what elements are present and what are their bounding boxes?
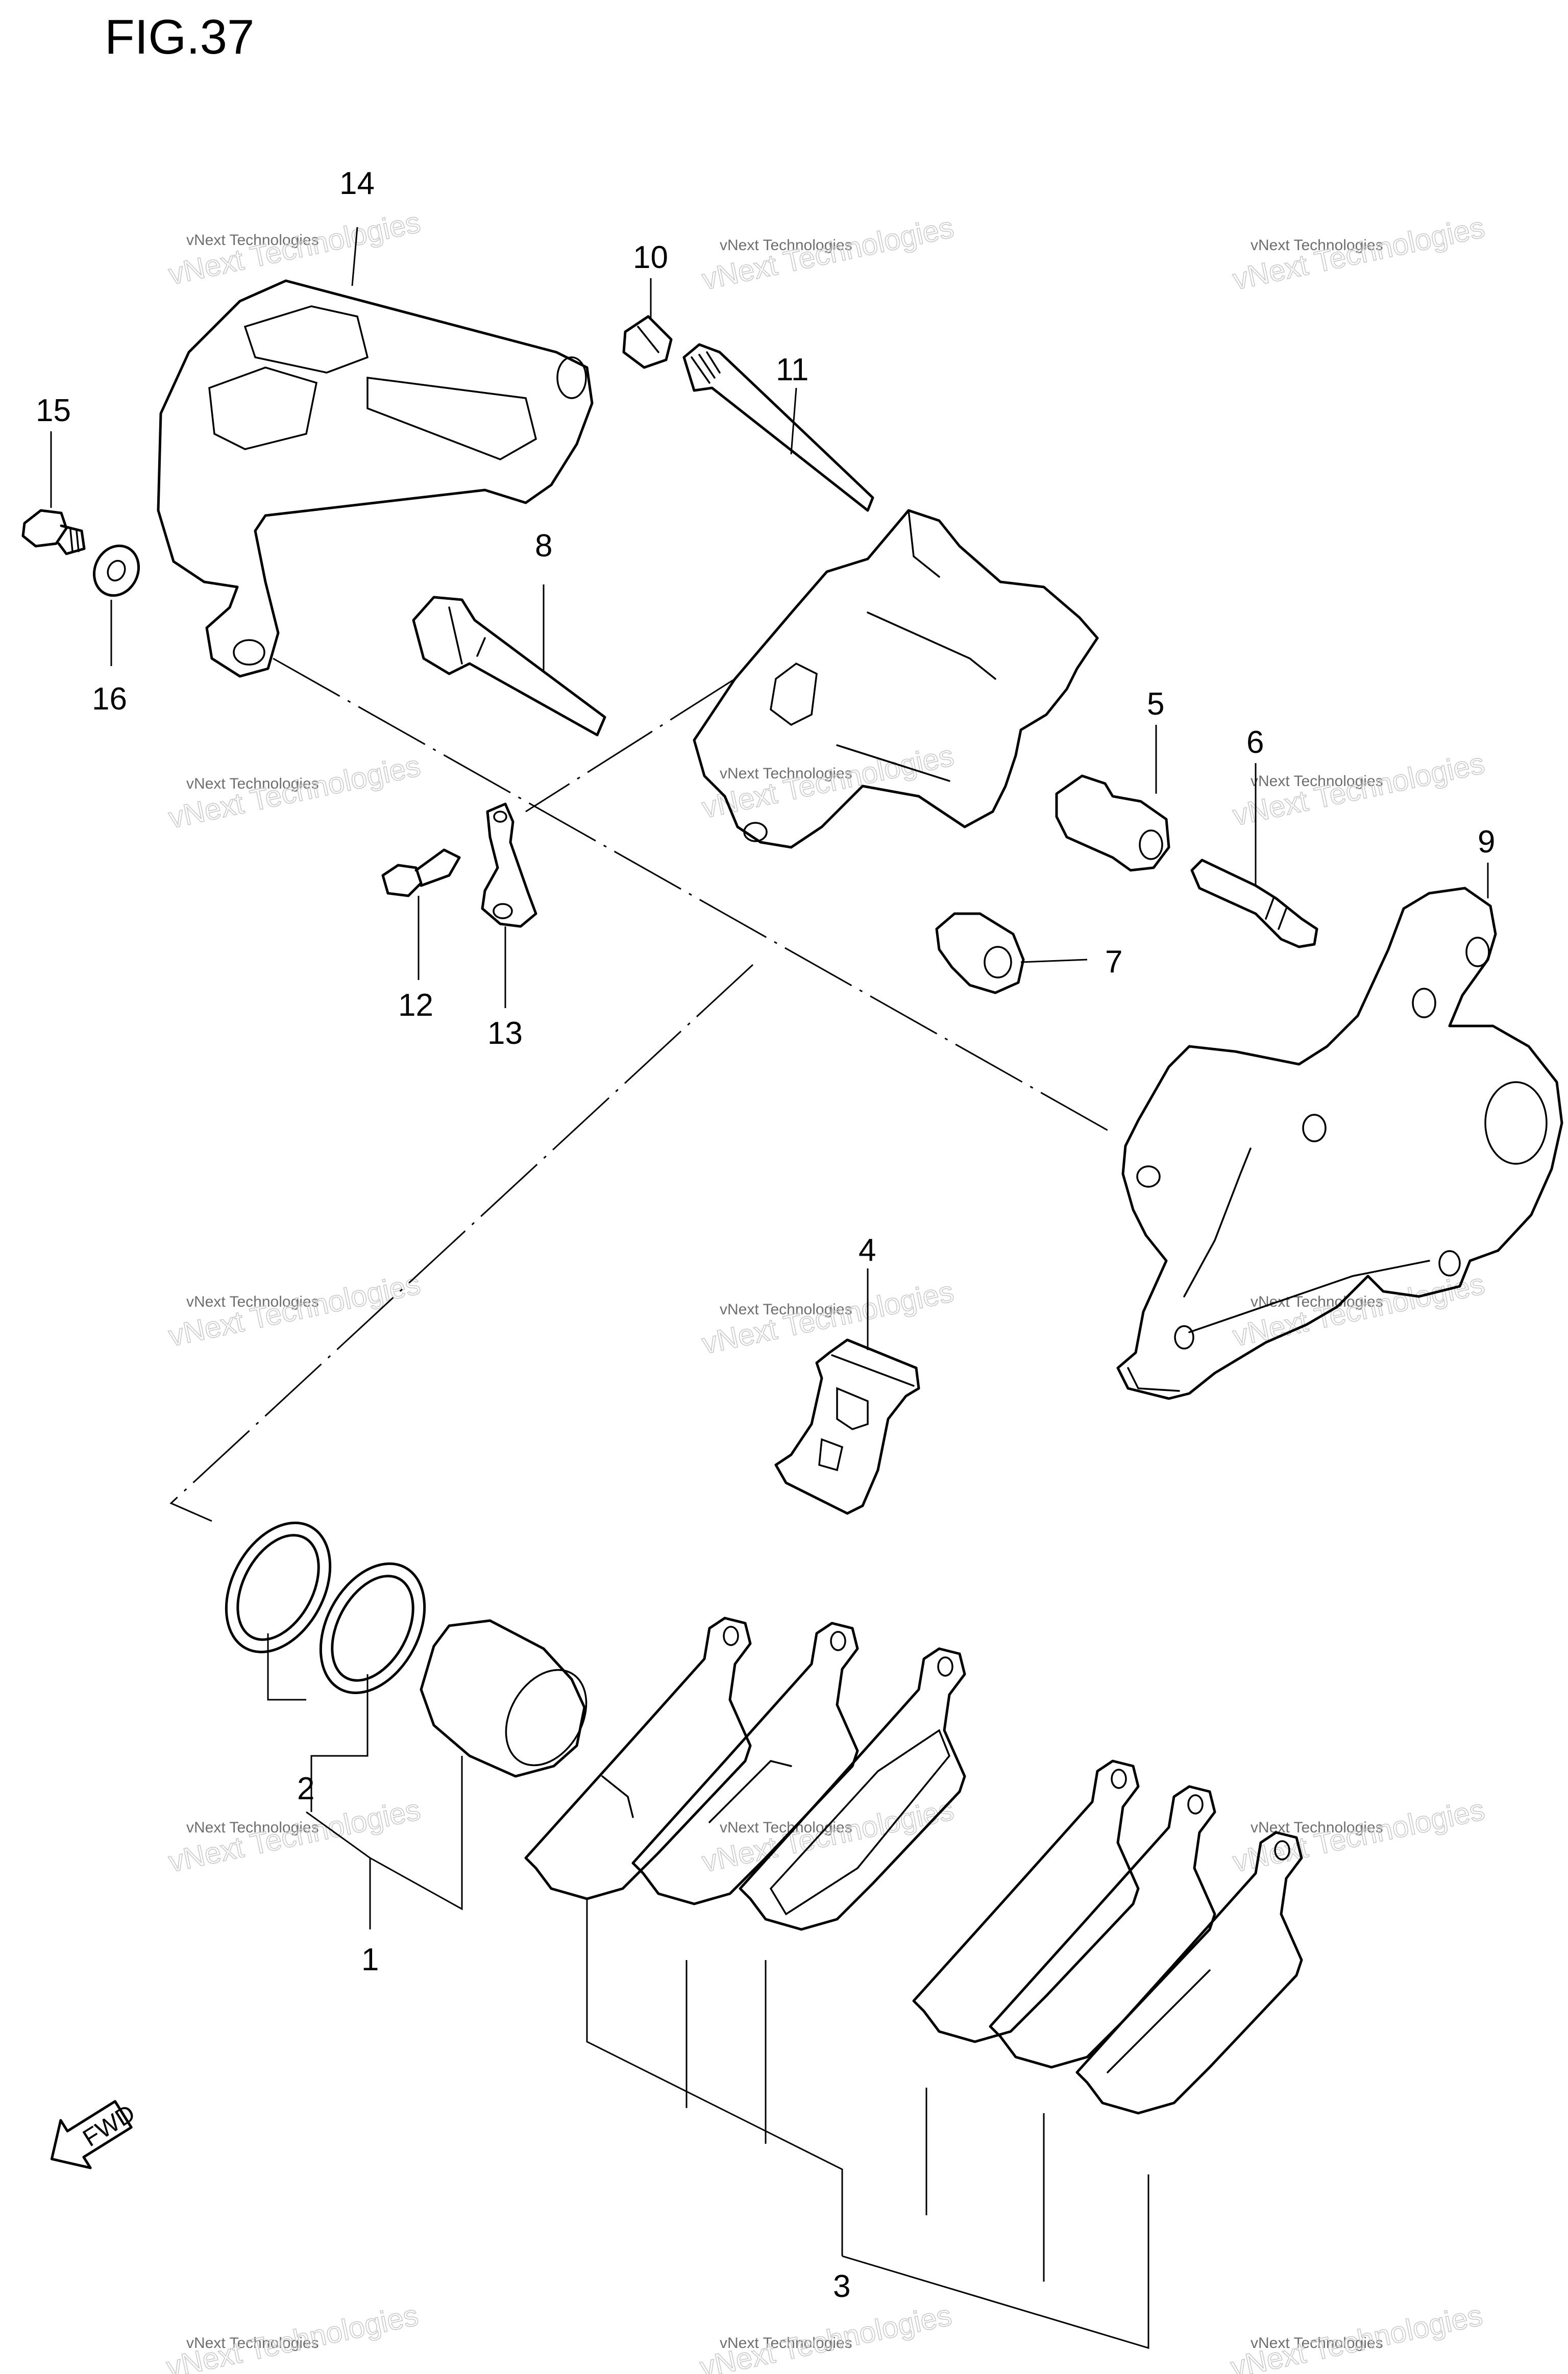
- watermark: vNext Technologies vNext Technologies: [1228, 2298, 1486, 2374]
- watermark: vNext Technologies vNext Technologies: [165, 749, 424, 836]
- watermark: vNext Technologies vNext Technologies: [1230, 210, 1488, 297]
- watermark-line1: vNext Technologies: [186, 775, 319, 792]
- watermark-line1: vNext Technologies: [1251, 773, 1383, 790]
- watermark-line1: vNext Technologies: [1251, 237, 1383, 254]
- fwd-arrow-icon: FWD: [50, 2099, 140, 2169]
- callout-8: 8: [535, 528, 552, 564]
- watermark-layer: vNext Technologies vNext Technologies vN…: [163, 205, 1488, 2374]
- watermark-line1: vNext Technologies: [720, 2335, 852, 2352]
- brake-pad-friction: [739, 1647, 966, 1931]
- callout-10: 10: [633, 240, 668, 275]
- callout-1: 1: [361, 1942, 379, 1977]
- watermark-line1: vNext Technologies: [720, 1819, 852, 1836]
- part-2-seals: [225, 1522, 426, 1694]
- part-9-caliper-bracket: [1116, 887, 1563, 1400]
- part-14-caliper-guard: [157, 279, 594, 678]
- part-3-brake-pads: [524, 1617, 1303, 2115]
- assembly-line-caliper-to-pad: [525, 678, 736, 813]
- part-8-slide-pin: [412, 596, 606, 737]
- part-piston: [420, 1619, 587, 1778]
- watermark-line1: vNext Technologies: [720, 765, 852, 782]
- watermark-line1: vNext Technologies: [186, 2335, 319, 2352]
- leader-lines: [50, 227, 1489, 2349]
- part-15-bolt: [21, 509, 86, 555]
- watermark: vNext Technologies vNext Technologies: [699, 739, 957, 825]
- callout-4: 4: [859, 1233, 876, 1268]
- fwd-label: FWD: [78, 2099, 140, 2152]
- callout-13: 13: [487, 1016, 523, 1051]
- watermark: vNext Technologies vNext Technologies: [699, 210, 957, 297]
- part-16-washer: [92, 544, 140, 597]
- callout-16: 16: [92, 681, 127, 717]
- callout-2: 2: [297, 1771, 314, 1806]
- assembly-lines: [169, 657, 1113, 1522]
- part-caliper-body: [693, 509, 1099, 849]
- callout-12: 12: [398, 988, 433, 1023]
- watermark: vNext Technologies vNext Technologies: [1230, 746, 1488, 833]
- watermark: vNext Technologies vNext Technologies: [699, 1275, 957, 1361]
- watermark: vNext Technologies vNext Technologies: [697, 2298, 955, 2374]
- callout-labels: 14 15 16 10 11 8 5 6 9 7 12 13 4 2 1 3: [36, 166, 1495, 2304]
- part-5-sleeve: [1055, 774, 1170, 872]
- brake-pad: [912, 1759, 1140, 2043]
- watermark: vNext Technologies vNext Technologies: [165, 1267, 424, 1354]
- brake-pad: [989, 1785, 1216, 2069]
- watermark-line1: vNext Technologies: [720, 237, 852, 254]
- assembly-line-bracket-to-caliper: [273, 657, 1113, 1134]
- assembly-line-caliper-to-seals: [169, 964, 754, 1522]
- callout-7: 7: [1105, 944, 1122, 980]
- callout-11: 11: [776, 352, 808, 387]
- callout-15: 15: [36, 393, 71, 428]
- brake-pad: [631, 1622, 859, 1905]
- callout-5: 5: [1147, 687, 1164, 722]
- brake-pad: [1075, 1831, 1303, 2115]
- part-6-bolt: [1190, 859, 1318, 948]
- watermark-line1: vNext Technologies: [720, 1301, 852, 1318]
- part-4-pad-spring: [774, 1338, 920, 1515]
- figure-title: FIG.37: [105, 10, 254, 64]
- part-13-strap: [481, 802, 537, 928]
- callout-9: 9: [1478, 824, 1495, 860]
- watermark: vNext Technologies vNext Technologies: [163, 2298, 422, 2374]
- watermark: vNext Technologies vNext Technologies: [1230, 1793, 1488, 1879]
- brake-pad: [524, 1617, 752, 1900]
- watermark-line1: vNext Technologies: [186, 232, 319, 249]
- part-11-pin: [682, 343, 874, 512]
- watermark: vNext Technologies vNext Technologies: [165, 205, 424, 292]
- part-12-bleeder: [381, 848, 461, 897]
- part-10-cap: [622, 315, 673, 369]
- callout-14: 14: [339, 166, 375, 201]
- watermark-line1: vNext Technologies: [186, 1293, 319, 1310]
- watermark-line1: vNext Technologies: [186, 1819, 319, 1836]
- callout-6: 6: [1246, 725, 1264, 760]
- watermark-line1: vNext Technologies: [1251, 1293, 1383, 1310]
- watermark-line1: vNext Technologies: [1251, 2335, 1383, 2352]
- callout-3: 3: [833, 2269, 850, 2304]
- part-7-boot: [935, 912, 1025, 994]
